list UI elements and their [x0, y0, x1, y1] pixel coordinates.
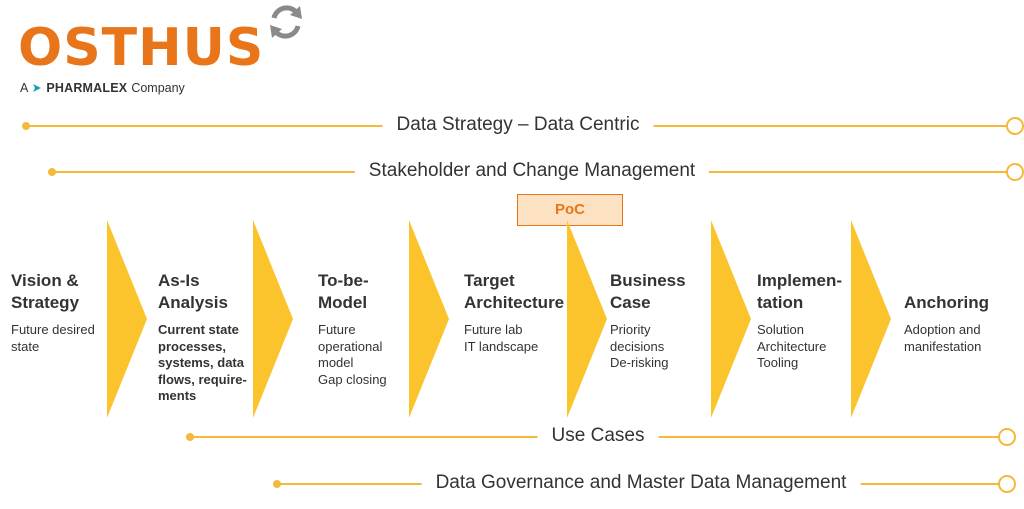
bar-stakeholder-change: Stakeholder and Change Management [48, 158, 1024, 184]
step-target-architecture: Target Architecture Future lab IT landsc… [464, 270, 574, 355]
chevron-arrow-4 [567, 220, 607, 418]
tagline-suffix: Company [131, 81, 185, 95]
bar-label: Stakeholder and Change Management [354, 158, 710, 184]
step-as-is-analysis: As-Is Analysis Current state processes, … [158, 270, 253, 405]
refresh-arrows-icon [270, 5, 302, 39]
step-title-line: Vision & [11, 271, 79, 290]
step-business-case: Business Case Priority decisions De-risk… [610, 270, 710, 372]
step-title-line: Implemen- [757, 271, 843, 290]
bar-label: Data Governance and Master Data Manageme… [421, 470, 861, 496]
bar-start-dot [22, 122, 30, 130]
step-description: Future operational model Gap closing [318, 322, 408, 388]
step-desc-line: Adoption and [904, 322, 981, 337]
step-title-line: As-Is [158, 271, 200, 290]
bar-data-strategy: Data Strategy – Data Centric [22, 112, 1024, 138]
bar-start-dot [273, 480, 281, 488]
bar-label: Use Cases [537, 423, 659, 449]
step-title-line: Strategy [11, 293, 80, 312]
step-desc-line: model [318, 355, 354, 370]
company-logo: OSTHUS A PHARMALEX Company [18, 0, 318, 100]
step-description: Solution Architecture Tooling [757, 322, 852, 372]
logo-wordmark: OSTHUS [18, 20, 264, 76]
bar-end-ring [1006, 117, 1024, 135]
step-title-line: Analysis [158, 293, 228, 312]
triangle-arrow-icon [33, 84, 42, 92]
step-desc-line: Gap closing [318, 371, 387, 387]
step-desc-line: IT landscape [464, 338, 539, 354]
tagline-prefix: A [20, 81, 29, 95]
step-desc-line: operational [318, 338, 383, 354]
bar-start-dot [186, 433, 194, 441]
step-title: Business Case [610, 270, 710, 314]
step-anchoring: Anchoring Adoption and manifestation [904, 292, 1014, 355]
step-title: Target Architecture [464, 270, 574, 314]
step-description: Current state processes, systems, data f… [158, 322, 253, 405]
bar-start-dot [48, 168, 56, 176]
logo-tagline: A PHARMALEX Company [20, 81, 185, 95]
step-desc-line: Future desired [11, 322, 95, 337]
step-desc-line: systems, data [158, 355, 244, 370]
step-desc-line: Priority [610, 322, 651, 337]
tagline-brand: PHARMALEX [46, 81, 128, 95]
chevron-arrow-2 [253, 220, 293, 418]
step-to-be-model: To-be- Model Future operational model Ga… [318, 270, 408, 388]
bar-end-ring [998, 475, 1016, 493]
step-desc-line: Tooling [757, 355, 799, 370]
step-title-line: Target [464, 271, 515, 290]
step-desc-line: Solution [757, 322, 804, 337]
chevron-arrow-5 [711, 220, 751, 418]
step-title-line: Model [318, 293, 368, 312]
step-desc-line: Architecture [757, 338, 827, 354]
step-desc-line: decisions [610, 338, 665, 354]
step-title-line: Case [610, 293, 651, 312]
poc-box: PoC [517, 194, 623, 226]
step-title: To-be- Model [318, 270, 408, 314]
bar-end-ring [1006, 163, 1024, 181]
logo-wordmark-text: OSTHUS [18, 18, 265, 78]
chevron-arrow-3 [409, 220, 449, 418]
step-description: Future lab IT landscape [464, 322, 574, 355]
poc-label: PoC [555, 201, 585, 218]
step-desc-line: processes, [158, 338, 226, 354]
step-title-line: Anchoring [904, 293, 989, 312]
step-description: Priority decisions De-risking [610, 322, 710, 372]
step-title-line: tation [757, 293, 804, 312]
step-description: Future desired state [11, 322, 106, 355]
bar-data-governance: Data Governance and Master Data Manageme… [273, 470, 1024, 496]
bar-label: Data Strategy – Data Centric [382, 112, 654, 138]
step-implementation: Implemen- tation Solution Architecture T… [757, 270, 852, 372]
step-desc-line: manifestation [904, 338, 982, 354]
bar-use-cases: Use Cases [186, 423, 1024, 449]
chevron-arrow-1 [107, 220, 147, 418]
step-title: Implemen- tation [757, 270, 852, 314]
step-description: Adoption and manifestation [904, 322, 1014, 355]
bar-end-ring [998, 428, 1016, 446]
step-title: Anchoring [904, 292, 1014, 314]
step-title: Vision & Strategy [11, 270, 106, 314]
step-title: As-Is Analysis [158, 270, 253, 314]
step-title-line: Architecture [464, 293, 565, 312]
step-desc-line: Future lab [464, 322, 523, 337]
step-desc-line: Future [318, 322, 356, 337]
step-title-line: Business [610, 271, 686, 290]
step-vision-strategy: Vision & Strategy Future desired state [11, 270, 106, 355]
step-title-line: To-be- [318, 271, 369, 290]
step-desc-line: flows, require- [158, 371, 247, 387]
step-desc-line: state [11, 338, 40, 354]
step-desc-line: ments [158, 388, 197, 403]
step-desc-line: De-risking [610, 355, 669, 370]
step-desc-line: Current state [158, 322, 239, 337]
chevron-arrow-6 [851, 220, 891, 418]
